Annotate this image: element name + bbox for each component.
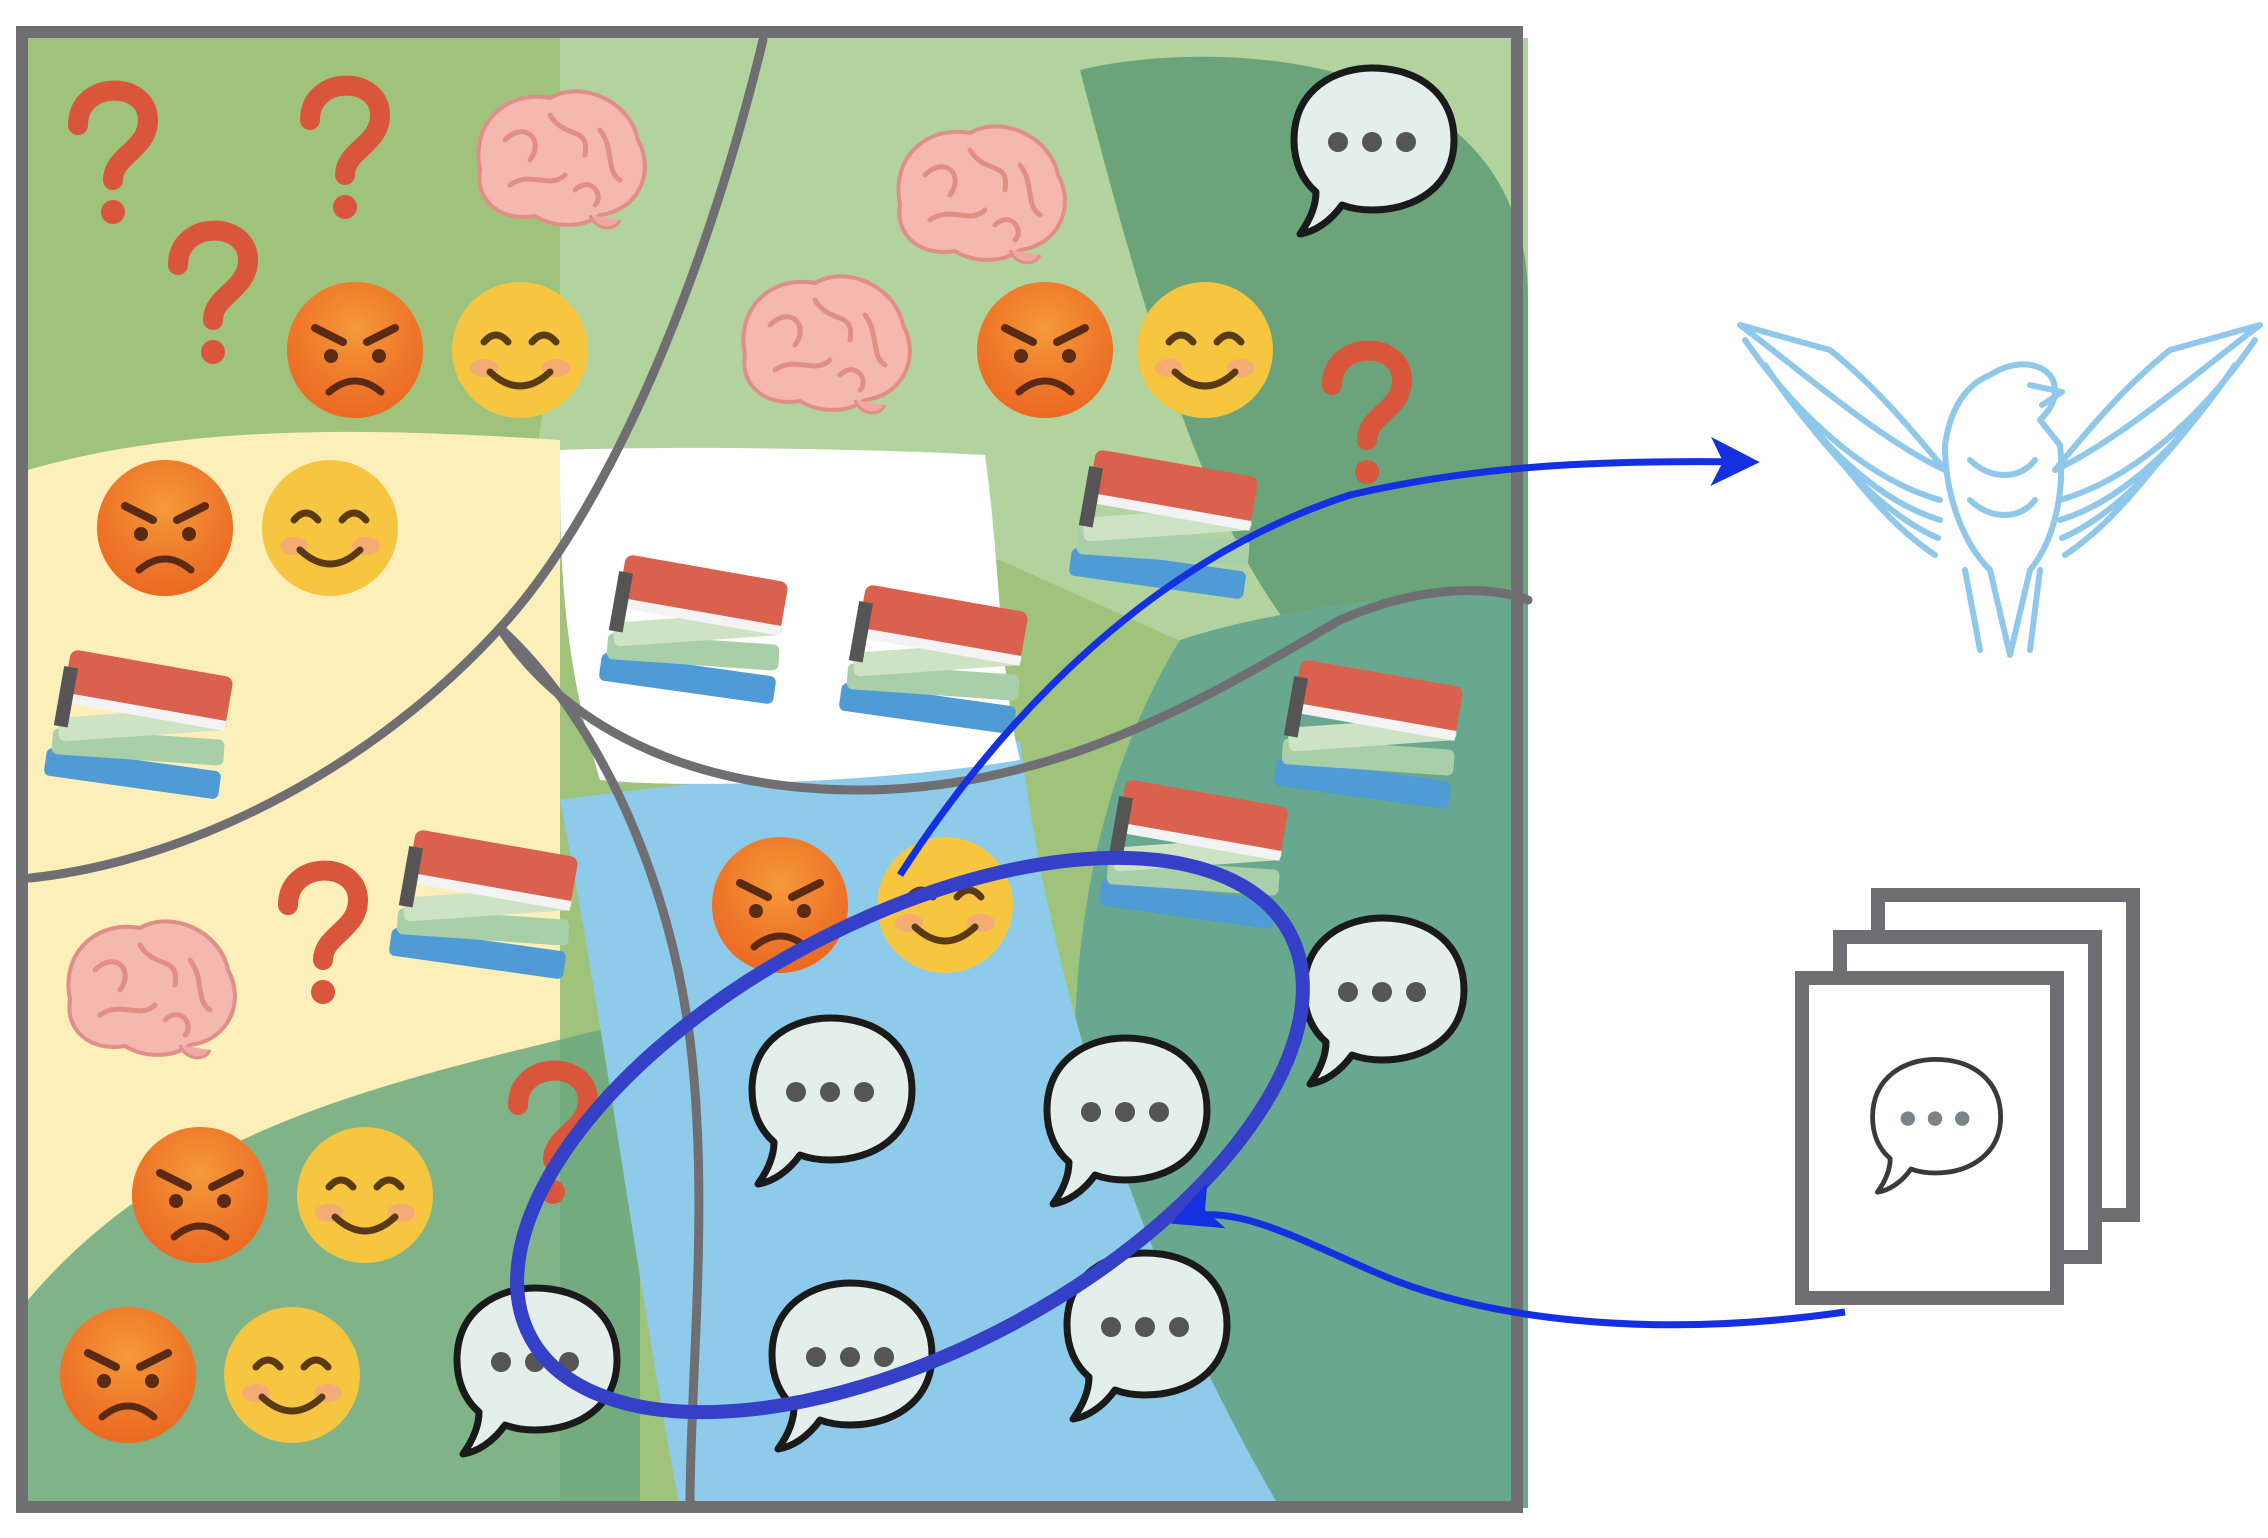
angry-face-icon (60, 1307, 196, 1443)
smiling-face-icon (1137, 282, 1273, 418)
smiling-face-icon (452, 282, 588, 418)
map-frame (16, 26, 1523, 1513)
brain-icon (68, 921, 234, 1057)
document-stack-icon (1795, 888, 2140, 1305)
speech-bubble-icon (1870, 1056, 2004, 1195)
angry-face-icon (132, 1127, 268, 1263)
angry-face-icon (977, 282, 1113, 418)
smiling-face-icon (224, 1307, 360, 1443)
highlight-ellipse (510, 850, 1310, 1420)
smiling-face-icon (297, 1127, 433, 1263)
smiling-face-icon (262, 460, 398, 596)
brain-icon (898, 126, 1064, 262)
arrow-to-eagle (897, 436, 1760, 877)
brain-icon (743, 276, 909, 412)
angry-face-icon (287, 282, 423, 418)
arrow-from-documents (1170, 1182, 1846, 1329)
region-boundaries (25, 35, 1533, 1510)
brain-icon (478, 91, 644, 227)
angry-face-icon (712, 837, 848, 973)
eagle-icon (1737, 322, 2263, 658)
angry-face-icon (97, 460, 233, 596)
